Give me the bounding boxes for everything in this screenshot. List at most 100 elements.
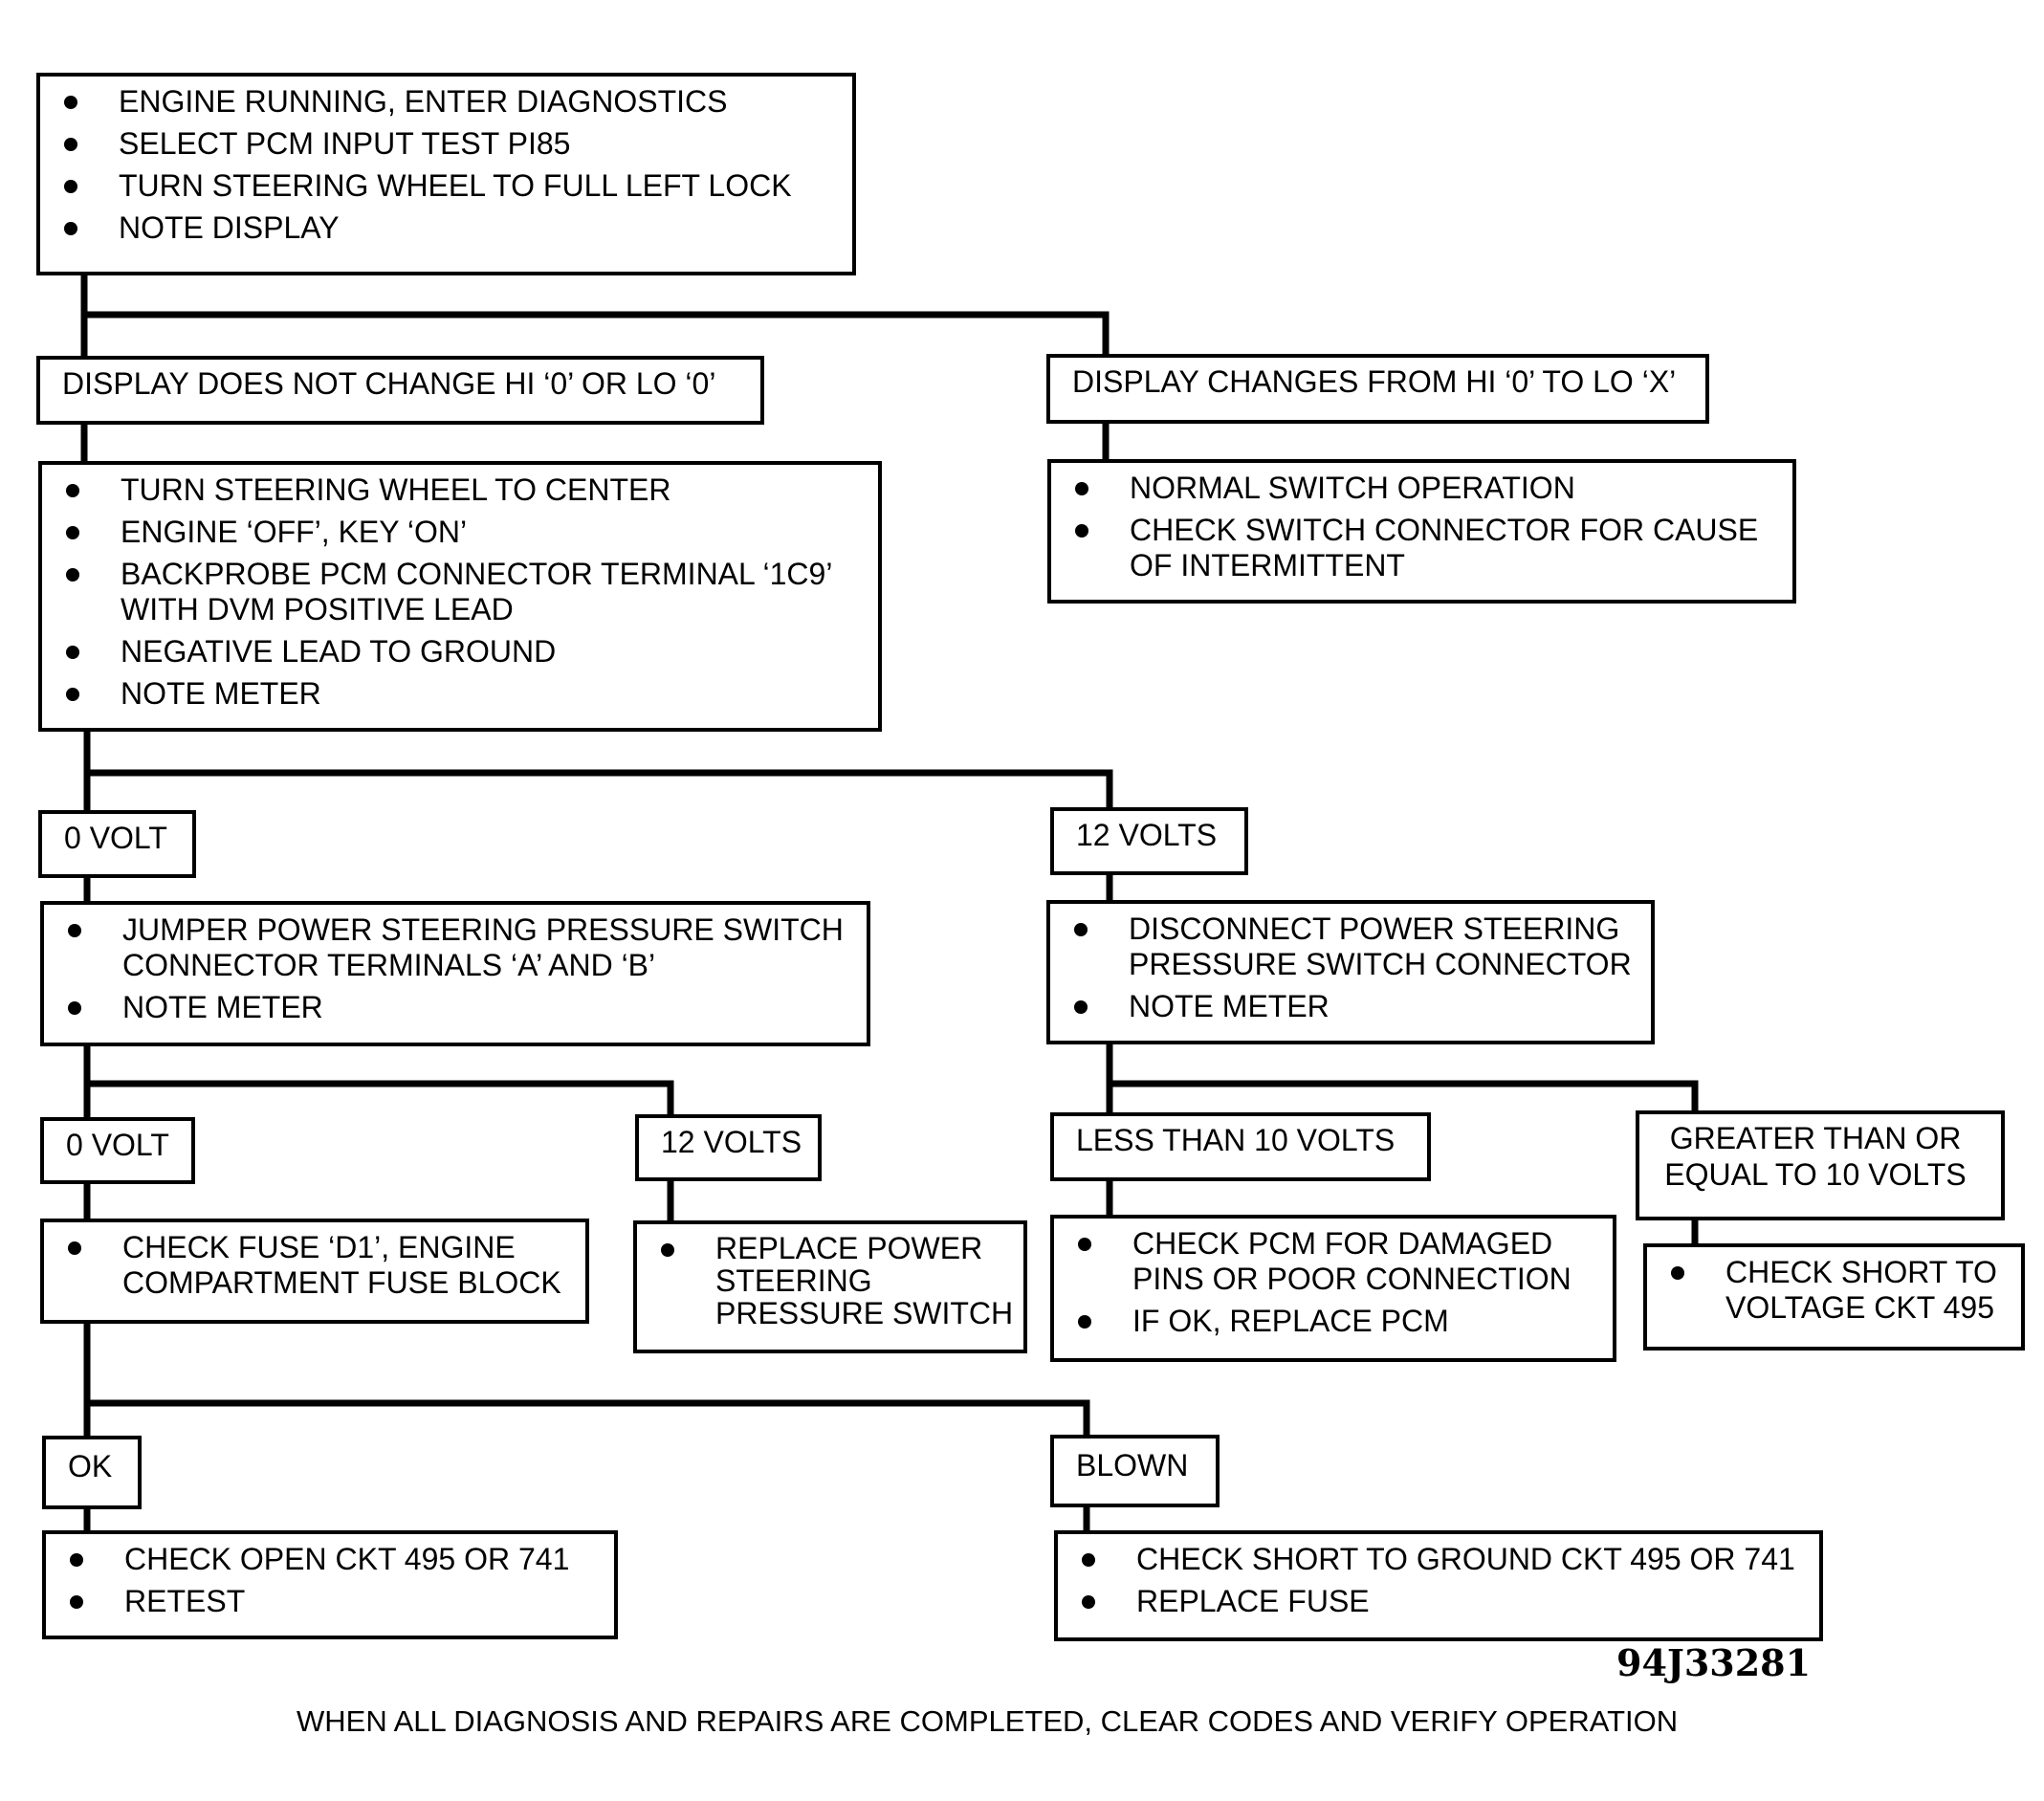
list-item: CHECK OPEN CKT 495 OR 741 (67, 1542, 604, 1577)
list-item-text: NORMAL SWITCH OPERATION (1130, 471, 1575, 505)
blown-box: BLOWN (1050, 1435, 1220, 1507)
list-item: SELECT PCM INPUT TEST PI85 (61, 126, 843, 162)
twelve-volts-box-a: 12 VOLTS (1050, 807, 1248, 875)
list-item: REPLACE FUSE (1079, 1584, 1810, 1619)
normal-operation-box: NORMAL SWITCH OPERATION CHECK SWITCH CONN… (1047, 459, 1796, 604)
list-item-text: PRESSURE SWITCH (715, 1296, 1014, 1330)
list-item: NOTE METER (65, 990, 857, 1025)
list-item-text: REPLACE FUSE (1136, 1584, 1370, 1618)
list-item-text: NOTE METER (122, 990, 323, 1024)
list-item: NORMAL SWITCH OPERATION (1072, 471, 1783, 506)
list-item: TURN STEERING WHEEL TO CENTER (63, 472, 868, 508)
list-item: ENGINE ‘OFF’, KEY ‘ON’ (63, 515, 868, 550)
twelve-volts-label-a: 12 VOLTS (1076, 818, 1218, 852)
list-item-text: CHECK SHORT TO (1725, 1255, 1997, 1289)
list-item-text: NOTE METER (1129, 989, 1330, 1023)
display-no-change-label: DISPLAY DOES NOT CHANGE HI ‘0’ OR LO ‘0’ (62, 366, 716, 401)
list-item-text: NOTE METER (121, 676, 321, 711)
list-item-text: BACKPROBE PCM CONNECTOR TERMINAL ‘1C9’ (121, 557, 833, 591)
list-item-text: STEERING (715, 1263, 872, 1298)
list-item-text: NEGATIVE LEAD TO GROUND (121, 634, 557, 669)
list-item-text: VOLTAGE CKT 495 (1725, 1290, 1994, 1325)
list-item-text: CHECK SWITCH CONNECTOR FOR CAUSE (1130, 513, 1759, 547)
twelve-volts-label-b: 12 VOLTS (661, 1125, 802, 1159)
greater-equal-10-volts-line1: GREATER THAN OR (1669, 1121, 1962, 1155)
list-item: NOTE METER (63, 676, 868, 712)
list-item-text: RETEST (124, 1584, 246, 1618)
less-than-10-volts-label: LESS THAN 10 VOLTS (1076, 1123, 1396, 1157)
bullet-list: NORMAL SWITCH OPERATION CHECK SWITCH CONN… (1051, 463, 1792, 583)
list-item: CHECK SHORT TO GROUND CKT 495 OR 741 (1079, 1542, 1810, 1577)
zero-volt-label-a: 0 VOLT (64, 821, 167, 855)
list-item-text: JUMPER POWER STEERING PRESSURE SWITCH (122, 912, 844, 947)
list-item-text: IF OK, REPLACE PCM (1132, 1304, 1449, 1338)
list-item-text: NOTE DISPLAY (119, 210, 340, 245)
list-item-text: TURN STEERING WHEEL TO FULL LEFT LOCK (119, 168, 792, 203)
list-item: IF OK, REPLACE PCM (1075, 1304, 1603, 1339)
list-item-text: REPLACE POWER (715, 1231, 983, 1265)
bullet-list: TURN STEERING WHEEL TO CENTER ENGINE ‘OFF… (42, 465, 878, 712)
blown-label: BLOWN (1076, 1448, 1189, 1483)
list-item: NEGATIVE LEAD TO GROUND (63, 634, 868, 670)
zero-volt-box-b: 0 VOLT (40, 1117, 195, 1184)
twelve-volts-box-b: 12 VOLTS (635, 1114, 822, 1181)
ok-box: OK (42, 1436, 142, 1509)
list-item: TURN STEERING WHEEL TO FULL LEFT LOCK (61, 168, 843, 204)
list-item: NOTE DISPLAY (61, 210, 843, 246)
list-item: ENGINE RUNNING, ENTER DIAGNOSTICS (61, 84, 843, 120)
footer-note: WHEN ALL DIAGNOSIS AND REPAIRS ARE COMPL… (297, 1704, 1679, 1738)
list-item-text: CHECK OPEN CKT 495 OR 741 (124, 1542, 570, 1576)
list-item-text: CHECK FUSE ‘D1’, ENGINE (122, 1230, 516, 1264)
list-item-text: DISCONNECT POWER STEERING (1129, 911, 1620, 946)
start-step-box: ENGINE RUNNING, ENTER DIAGNOSTICS SELECT … (36, 73, 856, 275)
display-no-change-box: DISPLAY DOES NOT CHANGE HI ‘0’ OR LO ‘0’ (36, 356, 764, 425)
center-backprobe-box: TURN STEERING WHEEL TO CENTER ENGINE ‘OFF… (38, 461, 882, 732)
list-item: NOTE METER (1071, 989, 1641, 1024)
list-item-text: ENGINE ‘OFF’, KEY ‘ON’ (121, 515, 468, 549)
list-item-text: WITH DVM POSITIVE LEAD (121, 592, 514, 626)
display-changes-label: DISPLAY CHANGES FROM HI ‘0’ TO LO ‘X’ (1072, 364, 1677, 399)
greater-equal-10-volts-box: GREATER THAN OR EQUAL TO 10 VOLTS (1636, 1110, 2005, 1220)
list-item: RETEST (67, 1584, 604, 1619)
display-changes-box: DISPLAY CHANGES FROM HI ‘0’ TO LO ‘X’ (1046, 354, 1709, 424)
list-item-text: CHECK PCM FOR DAMAGED (1132, 1226, 1553, 1261)
list-item-text: CONNECTOR TERMINALS ‘A’ AND ‘B’ (122, 948, 656, 982)
bullet-list: ENGINE RUNNING, ENTER DIAGNOSTICS SELECT … (40, 77, 852, 246)
list-item-text: CHECK SHORT TO GROUND CKT 495 OR 741 (1136, 1542, 1795, 1576)
list-item-text: COMPARTMENT FUSE BLOCK (122, 1265, 561, 1300)
list-item-text: OF INTERMITTENT (1130, 548, 1405, 582)
list-item-text: PINS OR POOR CONNECTION (1132, 1262, 1571, 1296)
list-item-text: PRESSURE SWITCH CONNECTOR (1129, 947, 1632, 981)
list-item-text: SELECT PCM INPUT TEST PI85 (119, 126, 571, 161)
list-item-text: TURN STEERING WHEEL TO CENTER (121, 472, 671, 507)
ok-label: OK (68, 1449, 113, 1483)
zero-volt-label-b: 0 VOLT (66, 1128, 169, 1162)
greater-equal-10-volts-line2: EQUAL TO 10 VOLTS (1664, 1157, 1967, 1192)
list-item: BACKPROBE PCM CONNECTOR TERMINAL ‘1C9’WI… (63, 557, 868, 627)
list-item-text: ENGINE RUNNING, ENTER DIAGNOSTICS (119, 84, 728, 119)
zero-volt-box-a: 0 VOLT (38, 810, 196, 878)
